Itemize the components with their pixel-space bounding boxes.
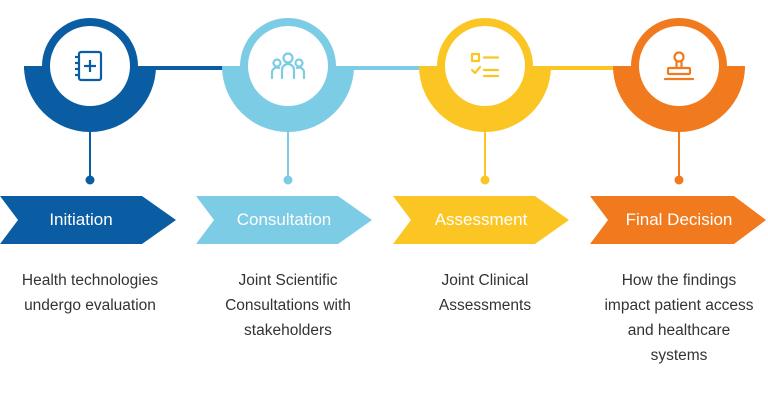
step-4-description-line: How the findings <box>621 272 737 289</box>
step-2-description-line: stakeholders <box>244 322 332 339</box>
step-2-label: Consultation <box>236 210 332 229</box>
step-4-description-line: and healthcare <box>627 322 731 339</box>
step-3-description-line: Assessments <box>438 297 532 314</box>
step-2-stem-dot <box>283 175 293 185</box>
step-1-arrow <box>0 196 176 244</box>
checklist-icon <box>470 52 500 78</box>
step-4-label: Final Decision <box>625 210 733 229</box>
step-1-description-line: Health technologies <box>21 272 159 289</box>
step-2-description: Joint Scientific Consultations with stak… <box>188 268 388 343</box>
step-4-ring-cap-right <box>725 66 745 70</box>
step-3-description-line: Joint Clinical <box>441 272 529 289</box>
step-2-arrow <box>196 196 372 244</box>
step-1-stem-dot <box>85 175 95 185</box>
step-3-circle-inner <box>445 26 525 106</box>
step-2-graphic <box>196 18 372 244</box>
connector-bar-2 <box>348 66 438 70</box>
step-4-stem-dot <box>674 175 684 185</box>
step-2-circle-inner <box>248 26 328 106</box>
step-4-description-line: impact patient access <box>604 297 754 314</box>
step-3-arrow <box>393 196 569 244</box>
step-1-label: Initiation <box>49 210 113 229</box>
medical-file-icon <box>75 50 103 82</box>
stamp-icon <box>663 51 695 81</box>
step-3-graphic <box>393 18 569 244</box>
step-3-label: Assessment <box>434 210 528 229</box>
step-3-description: Joint Clinical Assessments <box>385 268 585 318</box>
step-1-description-line: undergo evaluation <box>24 297 156 314</box>
step-4-graphic <box>590 18 766 244</box>
step-1-ring-cap-left <box>24 66 44 70</box>
people-group-icon <box>270 52 306 80</box>
step-2-description-line: Joint Scientific <box>238 272 338 289</box>
connector-bar-1 <box>150 66 240 70</box>
step-4-description: How the findings impact patient access a… <box>579 268 768 368</box>
connector-bars <box>150 66 635 70</box>
step-2-description-line: Consultations with <box>225 297 351 314</box>
step-4-description-line: systems <box>650 347 708 364</box>
step-4-circle-inner <box>639 26 719 106</box>
connector-bar-3 <box>545 66 635 70</box>
step-3-stem-dot <box>480 175 490 185</box>
step-4-arrow <box>590 196 766 244</box>
step-1-description: Health technologies undergo evaluation <box>0 268 190 318</box>
